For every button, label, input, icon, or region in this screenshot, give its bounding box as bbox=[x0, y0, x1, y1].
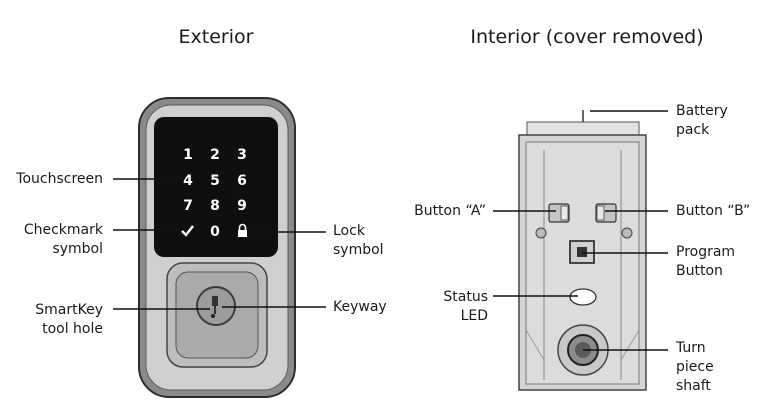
smartkey-hole bbox=[211, 314, 215, 318]
key-2: 2 bbox=[210, 147, 220, 163]
lock-symbol-label: Lock symbol bbox=[333, 223, 384, 258]
program-button-label: Program Button bbox=[676, 244, 736, 279]
key-9: 9 bbox=[237, 198, 247, 214]
interior-lock bbox=[518, 110, 647, 391]
exterior-lock: 1 2 3 4 5 6 7 8 9 0 bbox=[138, 97, 296, 398]
key-0: 0 bbox=[210, 224, 220, 240]
key-1: 1 bbox=[183, 147, 193, 163]
touchscreen-label: Touchscreen bbox=[16, 171, 103, 187]
key-8: 8 bbox=[210, 198, 220, 214]
status-led bbox=[569, 288, 597, 306]
keyway-label: Keyway bbox=[333, 299, 387, 315]
interior-heading: Interior (cover removed) bbox=[470, 26, 704, 48]
key-3: 3 bbox=[237, 147, 247, 163]
smartkey-label: SmartKey tool hole bbox=[35, 302, 103, 337]
checkmark-label: Checkmark symbol bbox=[23, 222, 103, 257]
turn-piece-shaft-label: Turn piece shaft bbox=[676, 340, 714, 394]
battery-pack-label: Battery pack bbox=[676, 103, 728, 138]
checkmark-icon bbox=[181, 225, 194, 237]
status-led-label: Status LED bbox=[443, 289, 488, 324]
button-b-label: Button “B” bbox=[676, 203, 751, 219]
exterior-heading: Exterior bbox=[178, 26, 254, 48]
touchscreen-panel bbox=[154, 117, 278, 257]
keypad: 1 2 3 4 5 6 7 8 9 0 bbox=[181, 147, 247, 240]
key-5: 5 bbox=[210, 173, 220, 189]
key-6: 6 bbox=[237, 173, 247, 189]
key-4: 4 bbox=[183, 173, 193, 189]
button-a-label: Button “A” bbox=[414, 203, 486, 219]
lock-icon bbox=[238, 223, 247, 237]
key-7: 7 bbox=[183, 198, 193, 214]
